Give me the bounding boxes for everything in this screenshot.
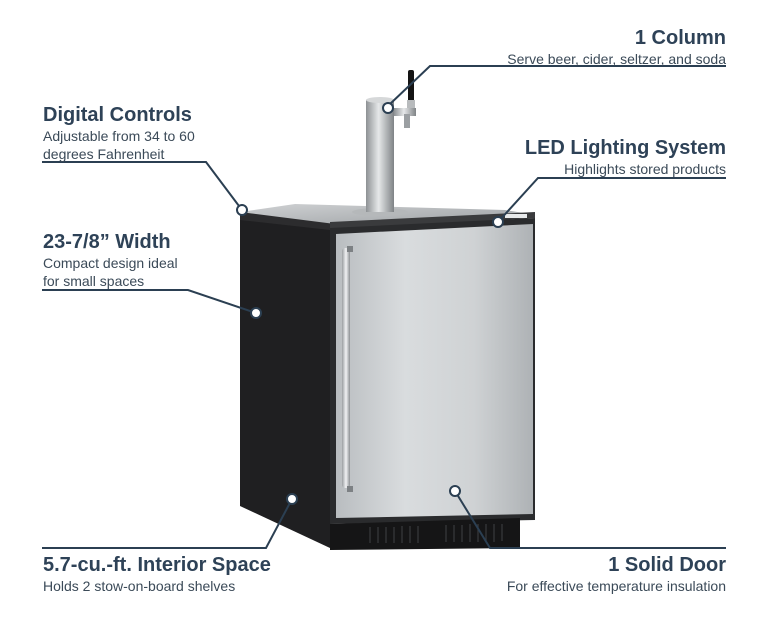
tap-tower (352, 70, 416, 216)
door-handle (342, 246, 353, 492)
callout-description: For effective temperature insulation (506, 578, 726, 594)
marker-interior (286, 493, 298, 505)
callout-description: Highlights stored products (564, 161, 726, 177)
led-strip (505, 214, 527, 218)
callout-description-line2: for small spaces (43, 273, 145, 289)
callout-lines (42, 65, 726, 549)
callout-description-line1: Compact design ideal (43, 255, 178, 271)
callout-title: 5.7-cu.-ft. Interior Space (43, 554, 271, 576)
callout-description-line1: Adjustable from 34 to 60 (43, 128, 195, 144)
callout-interior-space: 5.7-cu.-ft. Interior Space Holds 2 stow-… (43, 553, 271, 595)
callout-description-line2: degrees Fahrenheit (43, 146, 165, 162)
base-grille (330, 518, 520, 550)
cabinet-side (240, 212, 330, 548)
callout-title: 1 Column (634, 27, 726, 49)
callout-solid-door: 1 Solid Door For effective temperature i… (507, 553, 726, 595)
marker-width (250, 307, 262, 319)
callout-led-lighting: LED Lighting System Highlights stored pr… (525, 136, 726, 178)
callout-title: 1 Solid Door (608, 554, 726, 576)
callout-title: Digital Controls (43, 104, 192, 126)
callout-column: 1 Column Serve beer, cider, seltzer, and… (507, 26, 726, 68)
callout-description: Holds 2 stow-on-board shelves (43, 578, 236, 594)
marker-column (382, 102, 394, 114)
marker-lighting (492, 216, 504, 228)
callout-title: LED Lighting System (524, 137, 726, 159)
door (330, 218, 535, 524)
callout-width: 23-7/8” Width Compact design ideal for s… (43, 230, 178, 290)
callout-title: 23-7/8” Width (43, 231, 171, 253)
marker-door (449, 485, 461, 497)
marker-controls (236, 204, 248, 216)
callout-digital-controls: Digital Controls Adjustable from 34 to 6… (43, 103, 195, 163)
callout-description: Serve beer, cider, seltzer, and soda (507, 51, 726, 67)
